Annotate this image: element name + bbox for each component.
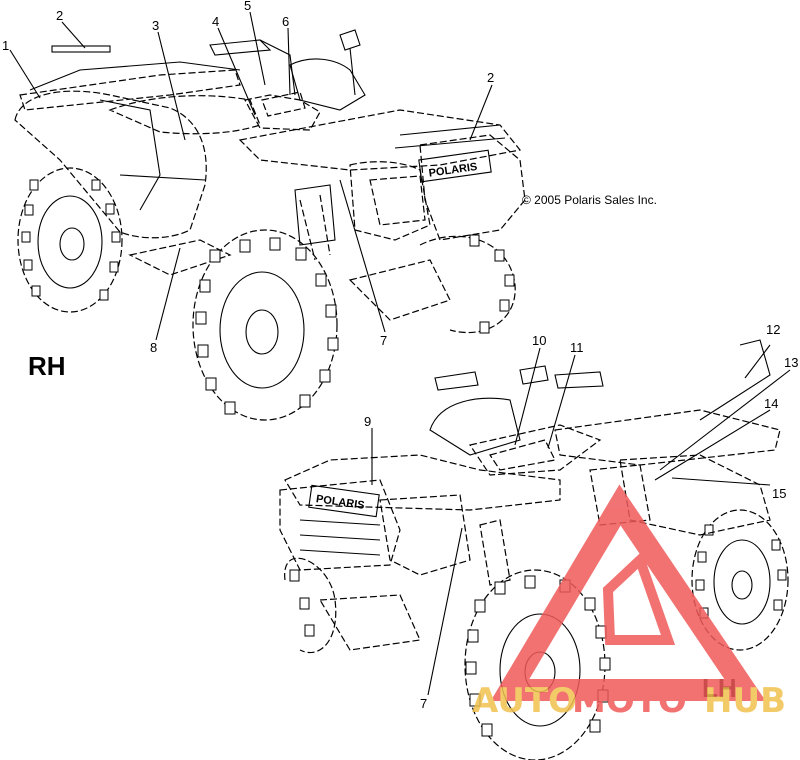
watermark-triangle-icon [490,484,766,701]
callout-6: 6 [282,14,289,29]
watermark-text-moto: MOTO [572,681,687,721]
rh-front-wheel [192,229,339,421]
callout-7-lh: 7 [420,696,427,711]
callout-14: 14 [764,396,778,411]
rh-rear-wheel [17,167,123,313]
callout-10: 10 [532,333,546,348]
callout-15: 15 [772,486,786,501]
callout-5: 5 [244,0,251,13]
callout-11: 11 [570,340,584,355]
decal-2-rear-icon [51,45,111,53]
copyright-notice: © 2005 Polaris Sales Inc. [522,193,657,207]
callout-13: 13 [784,355,798,370]
watermark-text-hub: HUB [704,681,786,721]
callout-2-front: 2 [487,70,494,85]
callout-numbers: 1 2 3 4 5 6 2 7 8 10 11 12 13 9 14 15 7 [2,0,798,711]
callout-3: 3 [152,18,159,33]
callout-8: 8 [150,340,157,355]
rh-callout-leaders [9,11,493,341]
callout-2-rear: 2 [56,8,63,23]
callout-4: 4 [212,14,219,29]
watermark-text-auto: AUTO [472,681,577,721]
atv-right-hand-view: POLARIS [9,11,526,421]
callout-12: 12 [766,322,780,337]
atv-left-hand-view: POLARIS [279,339,791,760]
view-label-rh: RH [28,351,66,381]
callout-7-rh: 7 [380,333,387,348]
watermark: AUTO MOTO HUB [472,484,786,721]
lh-rear-wheel [691,509,789,651]
callout-1: 1 [2,38,9,53]
lh-far-front-wheel [284,557,421,654]
callout-9: 9 [364,414,371,429]
lh-callout-leaders [371,344,791,696]
rh-far-front-wheel [348,234,516,334]
